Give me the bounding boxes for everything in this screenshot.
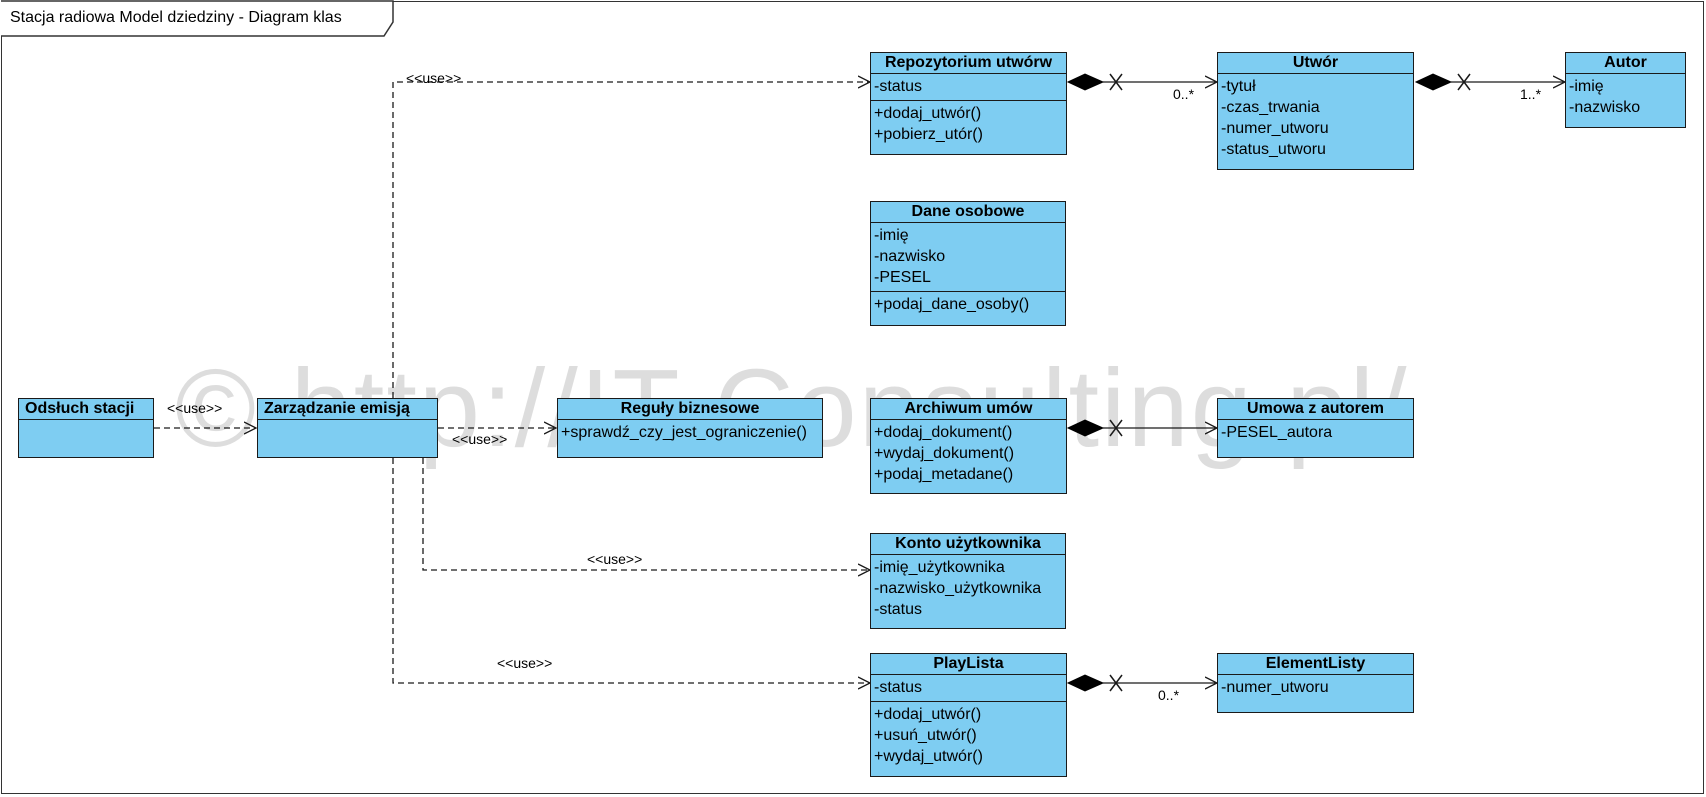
attribute: -imię xyxy=(1569,78,1604,95)
class-name: Zarządzanie emisją xyxy=(258,399,437,420)
attribute: -nazwisko_użytkownika xyxy=(874,580,1042,597)
operations: +dodaj_utwór() +usuń_utwór() +wydaj_utwó… xyxy=(871,701,1066,770)
x-mark-repozytorium xyxy=(1109,73,1123,91)
use-label-zarzadzanie: <<use>> xyxy=(167,400,223,416)
diagram-title: Stacja radiowa Model dziedziny - Diagram… xyxy=(10,9,342,26)
diamond-archiwum xyxy=(1066,419,1105,437)
x-mark-utwor xyxy=(1457,73,1471,91)
operation: +wydaj_utwór() xyxy=(874,748,983,765)
class-name: Repozytorium utwórw xyxy=(871,53,1066,74)
class-zarzadzanie-emisja[interactable]: Zarządzanie emisją xyxy=(257,398,438,458)
dep-zarzadzanie-konto xyxy=(422,458,870,570)
use-label-konto: <<use>> xyxy=(587,551,643,567)
x-mark-archiwum xyxy=(1109,419,1123,437)
class-utwor[interactable]: Utwór -tytuł -czas_trwania -numer_utworu… xyxy=(1217,52,1414,170)
attribute: -imię xyxy=(874,227,909,244)
operation: +dodaj_utwór() xyxy=(874,105,982,122)
class-umowa-z-autorem[interactable]: Umowa z autorem -PESEL_autora xyxy=(1217,398,1414,458)
class-name: Archiwum umów xyxy=(871,399,1066,420)
multiplicity-utwor: 0..* xyxy=(1173,86,1195,102)
attribute: -status xyxy=(874,679,923,696)
operation: +podaj_metadane() xyxy=(874,466,1014,483)
frame-title-tab xyxy=(1,0,394,37)
attribute: -numer_utworu xyxy=(1221,120,1329,137)
class-name: PlayLista xyxy=(871,654,1066,675)
use-label-reguly: <<use>> xyxy=(452,431,508,447)
attributes: -status xyxy=(871,74,1066,100)
attribute: -nazwisko xyxy=(1569,99,1641,116)
use-label-playlista: <<use>> xyxy=(497,655,553,671)
class-playlista[interactable]: PlayLista -status +dodaj_utwór() +usuń_u… xyxy=(870,653,1067,777)
class-autor[interactable]: Autor -imię -nazwisko xyxy=(1565,52,1686,128)
class-archiwum-umow[interactable]: Archiwum umów +dodaj_dokument() +wydaj_d… xyxy=(870,398,1067,494)
operations: +dodaj_dokument() +wydaj_dokument() +pod… xyxy=(871,420,1066,488)
attribute: -imię_użytkownika xyxy=(874,559,1005,576)
class-name: Autor xyxy=(1566,53,1685,74)
attribute: -PESEL xyxy=(874,269,931,286)
attributes: -tytuł -czas_trwania -numer_utworu -stat… xyxy=(1218,74,1413,163)
class-name: ElementListy xyxy=(1218,654,1413,675)
attributes: -imię_użytkownika -nazwisko_użytkownika … xyxy=(871,555,1065,623)
attributes: -PESEL_autora xyxy=(1218,420,1413,446)
class-elementlisty[interactable]: ElementListy -numer_utworu xyxy=(1217,653,1414,713)
attribute: -czas_trwania xyxy=(1221,99,1320,116)
attribute: -status xyxy=(874,601,923,618)
attribute: -numer_utworu xyxy=(1221,679,1329,696)
dep-zarzadzanie-playlista xyxy=(392,458,870,683)
class-dane-osobowe[interactable]: Dane osobowe -imię -nazwisko -PESEL +pod… xyxy=(870,201,1066,326)
multiplicity-element: 0..* xyxy=(1158,687,1180,703)
operations: +sprawdź_czy_jest_ograniczenie() xyxy=(558,420,822,446)
attributes: -imię -nazwisko xyxy=(1566,74,1685,121)
attribute: -nazwisko xyxy=(874,248,946,265)
operation: +sprawdź_czy_jest_ograniczenie() xyxy=(561,424,807,441)
operation: +dodaj_utwór() xyxy=(874,706,982,723)
operations: +podaj_dane_osoby() xyxy=(871,291,1065,318)
multiplicity-autor: 1..* xyxy=(1520,86,1542,102)
operation: +pobierz_utór() xyxy=(874,126,983,143)
attribute: -status_utworu xyxy=(1221,141,1326,158)
attribute: -PESEL_autora xyxy=(1221,424,1333,441)
attributes: -numer_utworu xyxy=(1218,675,1413,701)
class-name: Utwór xyxy=(1218,53,1413,74)
class-name: Dane osobowe xyxy=(871,202,1065,223)
dep-zarzadzanie-repozytorium xyxy=(392,82,870,398)
operation: +usuń_utwór() xyxy=(874,727,977,744)
attributes: -status xyxy=(871,675,1066,701)
class-reguly-biznesowe[interactable]: Reguły biznesowe +sprawdź_czy_jest_ogran… xyxy=(557,398,823,458)
class-name: Odsłuch stacji xyxy=(19,399,153,420)
attribute: -tytuł xyxy=(1221,78,1256,95)
attribute: -status xyxy=(874,78,923,95)
class-name: Umowa z autorem xyxy=(1218,399,1413,420)
use-label-repozytorium: <<use>> xyxy=(406,70,462,86)
diamond-utwor xyxy=(1414,73,1453,91)
class-name: Reguły biznesowe xyxy=(558,399,822,420)
class-name: Konto użytkownika xyxy=(871,534,1065,555)
operation: +podaj_dane_osoby() xyxy=(874,296,1030,313)
diamond-playlista xyxy=(1066,674,1105,692)
operation: +wydaj_dokument() xyxy=(874,445,1015,462)
class-odsluch-stacji[interactable]: Odsłuch stacji xyxy=(18,398,154,458)
class-konto-uzytkownika[interactable]: Konto użytkownika -imię_użytkownika -naz… xyxy=(870,533,1066,629)
operations: +dodaj_utwór() +pobierz_utór() xyxy=(871,100,1066,148)
attributes: -imię -nazwisko -PESEL xyxy=(871,223,1065,291)
operation: +dodaj_dokument() xyxy=(874,424,1013,441)
diamond-repozytorium xyxy=(1066,73,1105,91)
x-mark-playlista xyxy=(1109,674,1123,692)
class-repozytorium-utworow[interactable]: Repozytorium utwórw -status +dodaj_utwór… xyxy=(870,52,1067,155)
